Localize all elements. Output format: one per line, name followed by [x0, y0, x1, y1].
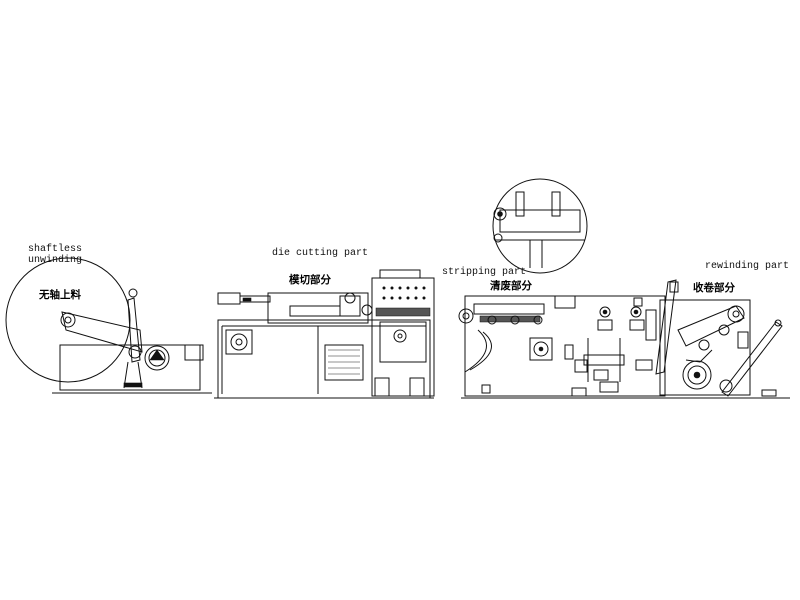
label-die-cutting-zh: 模切部分: [289, 273, 331, 286]
die-cutting-cabinet: [217, 319, 431, 399]
stripping-section: [458, 178, 668, 399]
detail-magnifier: [492, 178, 588, 274]
label-shaftless-line1: shaftless: [28, 243, 82, 255]
stripping-roller: [458, 308, 474, 324]
press-holes: [382, 286, 426, 300]
label-shaftless-zh: 无轴上料: [38, 288, 81, 301]
label-stripping: stripping part: [442, 266, 526, 278]
unwinding-section: [5, 257, 212, 394]
rewind-arm: [655, 279, 677, 375]
label-rewinding: rewinding part: [705, 260, 789, 272]
section-labels: shaftless unwinding 无轴上料 die cutting par…: [28, 243, 789, 301]
material-roll: [5, 257, 131, 383]
label-rewinding-zh: 收卷部分: [693, 281, 735, 294]
rewind-spool: [682, 360, 712, 390]
swing-arm: [61, 311, 143, 353]
label-shaftless-line2: unwinding: [28, 254, 82, 266]
die-cutting-section: [214, 269, 435, 399]
label-die-cutting: die cutting part: [272, 247, 368, 259]
output-rail: [721, 321, 783, 397]
rewind-frame: [659, 299, 751, 396]
label-stripping-zh: 清废部分: [490, 279, 532, 292]
unwind-drive-wheel: [144, 345, 170, 371]
rewinding-section: [654, 279, 790, 399]
die-cut-motor: [324, 344, 364, 381]
